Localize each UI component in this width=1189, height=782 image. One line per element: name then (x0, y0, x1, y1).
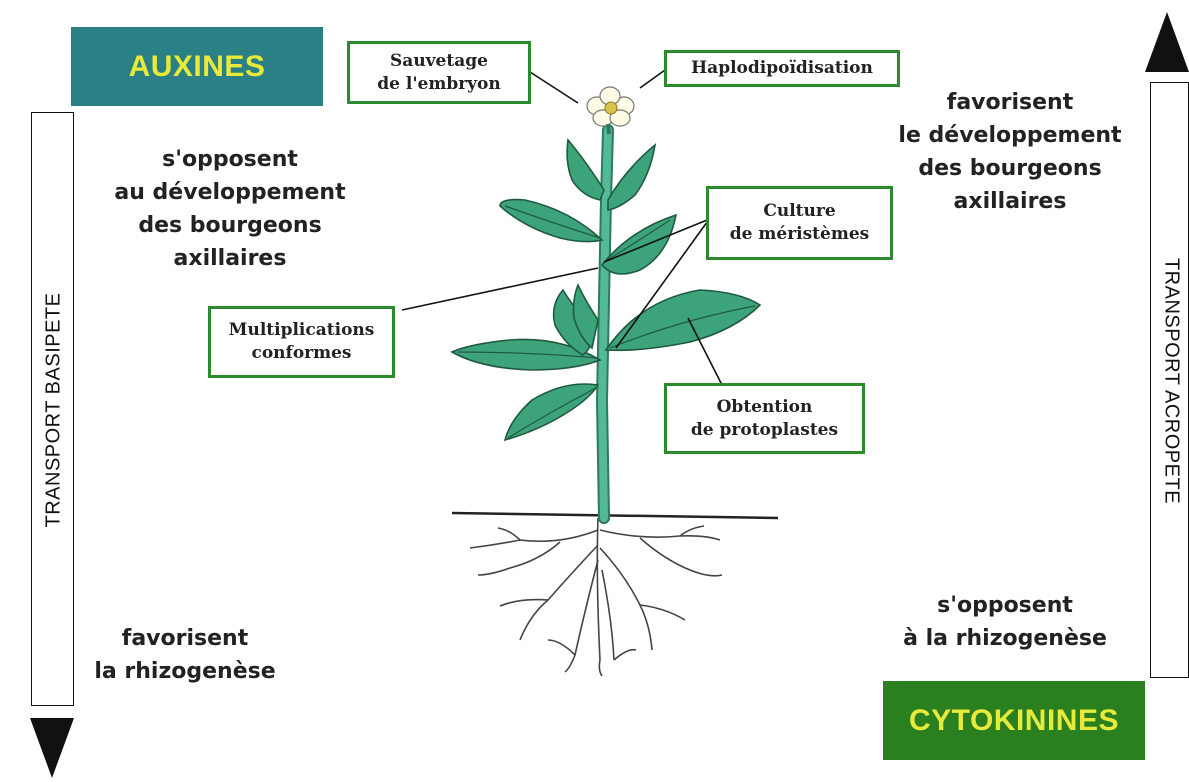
cytokinines-bud-effect: favorisent le développement des bourgeon… (870, 86, 1150, 218)
connector-lines (401, 69, 723, 386)
auxines-title-box: AUXINES (71, 27, 323, 106)
effect-line: axillaires (173, 246, 287, 271)
label-line: Sauvetage (390, 50, 488, 71)
label-obtention-protoplastes: Obtention de protoplastes (664, 383, 865, 454)
effect-line: la rhizogenèse (94, 659, 276, 684)
transport-basipete-bar: TRANSPORT BASIPETE (31, 112, 74, 706)
roots (469, 517, 723, 677)
label-multiplications-conformes: Multiplications conformes (208, 306, 395, 378)
flower-icon (586, 86, 635, 135)
label-line: Haplodipoïdisation (691, 58, 873, 78)
label-sauvetage-embryon: Sauvetage de l'embryon (347, 41, 531, 104)
cytokinines-title-box: CYTOKININES (883, 681, 1145, 760)
effect-line: favorisent (121, 626, 249, 651)
label-line: de l'embryon (377, 73, 501, 94)
leaves (450, 138, 762, 442)
effect-line: des bourgeons (918, 156, 1102, 181)
effect-line: s'opposent (937, 593, 1073, 618)
effect-line: axillaires (953, 189, 1067, 214)
auxines-root-effect: favorisent la rhizogenèse (60, 622, 310, 688)
auxines-title: AUXINES (128, 49, 266, 83)
label-line: Multiplications (228, 320, 375, 340)
effect-line: à la rhizogenèse (903, 626, 1107, 651)
down-arrow-icon (30, 718, 74, 778)
cytokinines-title: CYTOKININES (909, 703, 1119, 737)
label-line: Culture (763, 201, 836, 221)
label-line: Obtention (716, 396, 813, 417)
label-culture-meristemes: Culture de méristèmes (706, 186, 893, 260)
effect-line: s'opposent (162, 147, 298, 172)
effect-line: au développement (114, 180, 346, 205)
effect-line: favorisent (946, 90, 1074, 115)
effect-line: des bourgeons (138, 213, 322, 238)
label-line: de protoplastes (690, 419, 839, 440)
label-haplodipoidisation: Haplodipoïdisation (664, 50, 900, 87)
effect-line: le développement (898, 123, 1122, 148)
label-line: conformes (251, 343, 352, 363)
auxines-bud-effect: s'opposent au développement des bourgeon… (80, 143, 380, 275)
cytokinines-root-effect: s'opposent à la rhizogenèse (875, 589, 1135, 655)
ground-line (451, 511, 779, 520)
up-arrow-icon (1145, 12, 1189, 72)
label-line: de méristèmes (729, 224, 870, 244)
transport-acropete-bar: TRANSPORT ACROPETE (1150, 82, 1189, 678)
